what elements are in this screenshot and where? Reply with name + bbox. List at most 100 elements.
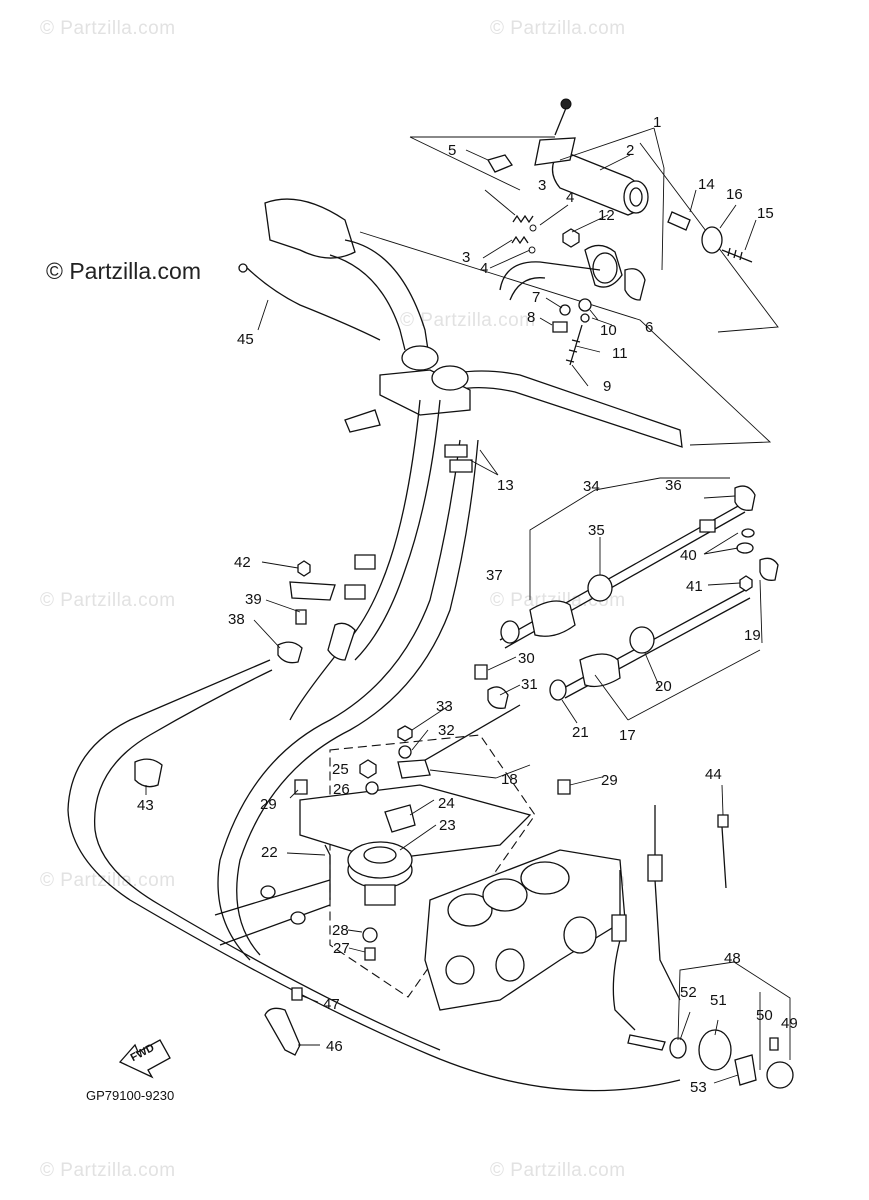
callout-29[interactable]: 29 [260, 796, 277, 813]
bolt-part [627, 1034, 666, 1051]
bolt-part [474, 664, 488, 680]
choke-cable-part [499, 485, 756, 649]
washer-part [365, 781, 379, 795]
callout-47[interactable]: 47 [323, 996, 340, 1013]
screw-part [291, 987, 303, 1001]
bolt-part [557, 779, 571, 795]
cable-part [244, 265, 381, 341]
callout-4[interactable]: 4 [566, 189, 575, 206]
wire-part [654, 805, 681, 1001]
callout-18[interactable]: 18 [501, 771, 518, 788]
clamp-part [487, 686, 509, 709]
throttle-cable-part [67, 659, 681, 1092]
pin-part [667, 211, 691, 231]
screw-part [721, 247, 753, 263]
pulley-part [347, 841, 413, 906]
callout-4[interactable]: 4 [480, 260, 489, 277]
callout-2[interactable]: 2 [626, 142, 635, 159]
watermark: © Partzilla.com [490, 18, 626, 39]
callout-12[interactable]: 12 [598, 207, 615, 224]
callout-50[interactable]: 50 [756, 1007, 773, 1024]
callout-43[interactable]: 43 [137, 797, 154, 814]
callout-3[interactable]: 3 [462, 249, 471, 266]
callout-41[interactable]: 41 [686, 578, 703, 595]
callout-30[interactable]: 30 [518, 650, 535, 667]
throttle-body-part [424, 849, 626, 1011]
callout-27[interactable]: 27 [333, 940, 350, 957]
callout-36[interactable]: 36 [665, 477, 682, 494]
bracket-part [289, 581, 336, 601]
leader-lines [145, 127, 791, 1084]
callout-16[interactable]: 16 [726, 186, 743, 203]
callout-15[interactable]: 15 [757, 205, 774, 222]
callout-14[interactable]: 14 [698, 176, 715, 193]
callout-45[interactable]: 45 [237, 331, 254, 348]
callout-44[interactable]: 44 [705, 766, 722, 783]
callout-32[interactable]: 32 [438, 722, 455, 739]
connector-part [647, 854, 663, 882]
watermark: © Partzilla.com [40, 18, 176, 39]
callout-48[interactable]: 48 [724, 950, 741, 967]
callout-10[interactable]: 10 [600, 322, 617, 339]
nut-part [260, 885, 276, 899]
callout-9[interactable]: 9 [603, 378, 612, 395]
callout-39[interactable]: 39 [245, 591, 262, 608]
callout-38[interactable]: 38 [228, 611, 245, 628]
callout-8[interactable]: 8 [527, 309, 536, 326]
callout-29[interactable]: 29 [601, 772, 618, 789]
callout-35[interactable]: 35 [588, 522, 605, 539]
callout-11[interactable]: 11 [612, 345, 628, 362]
callout-28[interactable]: 28 [332, 922, 349, 939]
cable-tie-part [717, 814, 729, 889]
callout-49[interactable]: 49 [781, 1015, 798, 1032]
callout-1[interactable]: 1 [653, 114, 662, 131]
callout-23[interactable]: 23 [439, 817, 456, 834]
washer-part [559, 304, 571, 316]
wire-part [612, 870, 636, 1031]
callout-20[interactable]: 20 [655, 678, 672, 695]
spring-part [511, 214, 534, 245]
bolt-part [552, 321, 568, 333]
callout-37[interactable]: 37 [486, 567, 503, 584]
watermark: © Partzilla.com [40, 1160, 176, 1181]
throttle-cable-part [93, 669, 441, 1051]
cap-part [766, 1061, 794, 1089]
callout-5[interactable]: 5 [448, 142, 457, 159]
callout-31[interactable]: 31 [521, 676, 538, 693]
watermark: © Partzilla.com [40, 590, 176, 611]
callout-46[interactable]: 46 [326, 1038, 343, 1055]
spring-part [384, 804, 416, 833]
callout-26[interactable]: 26 [333, 781, 350, 798]
right-grip-part [534, 98, 649, 216]
callout-17[interactable]: 17 [619, 727, 636, 744]
callout-53[interactable]: 53 [690, 1079, 707, 1096]
callout-6[interactable]: 6 [645, 319, 654, 336]
watermark: © Partzilla.com [400, 310, 536, 331]
cable-boot-part [134, 758, 163, 788]
ball-part [529, 224, 537, 232]
steering-cables-part [217, 399, 479, 961]
callout-13[interactable]: 13 [497, 477, 514, 494]
watermark-brand: © Partzilla.com [46, 258, 201, 284]
nut-part [562, 228, 580, 248]
callout-42[interactable]: 42 [234, 554, 251, 571]
callout-51[interactable]: 51 [710, 992, 727, 1009]
washer-part [580, 313, 590, 323]
throttle-cable-right-part [549, 557, 779, 701]
callout-25[interactable]: 25 [332, 761, 349, 778]
callout-22[interactable]: 22 [261, 844, 278, 861]
callout-7[interactable]: 7 [532, 289, 541, 306]
fwd-arrow-icon [118, 1039, 171, 1079]
bolt-part [294, 779, 308, 795]
callout-21[interactable]: 21 [572, 724, 589, 741]
callout-40[interactable]: 40 [680, 547, 697, 564]
washer-part [398, 745, 412, 759]
callout-33[interactable]: 33 [436, 698, 453, 715]
callout-34[interactable]: 34 [583, 478, 600, 495]
callout-24[interactable]: 24 [438, 795, 455, 812]
callout-19[interactable]: 19 [744, 627, 761, 644]
nut-part [359, 759, 377, 779]
callout-52[interactable]: 52 [680, 984, 697, 1001]
callout-3[interactable]: 3 [538, 177, 547, 194]
